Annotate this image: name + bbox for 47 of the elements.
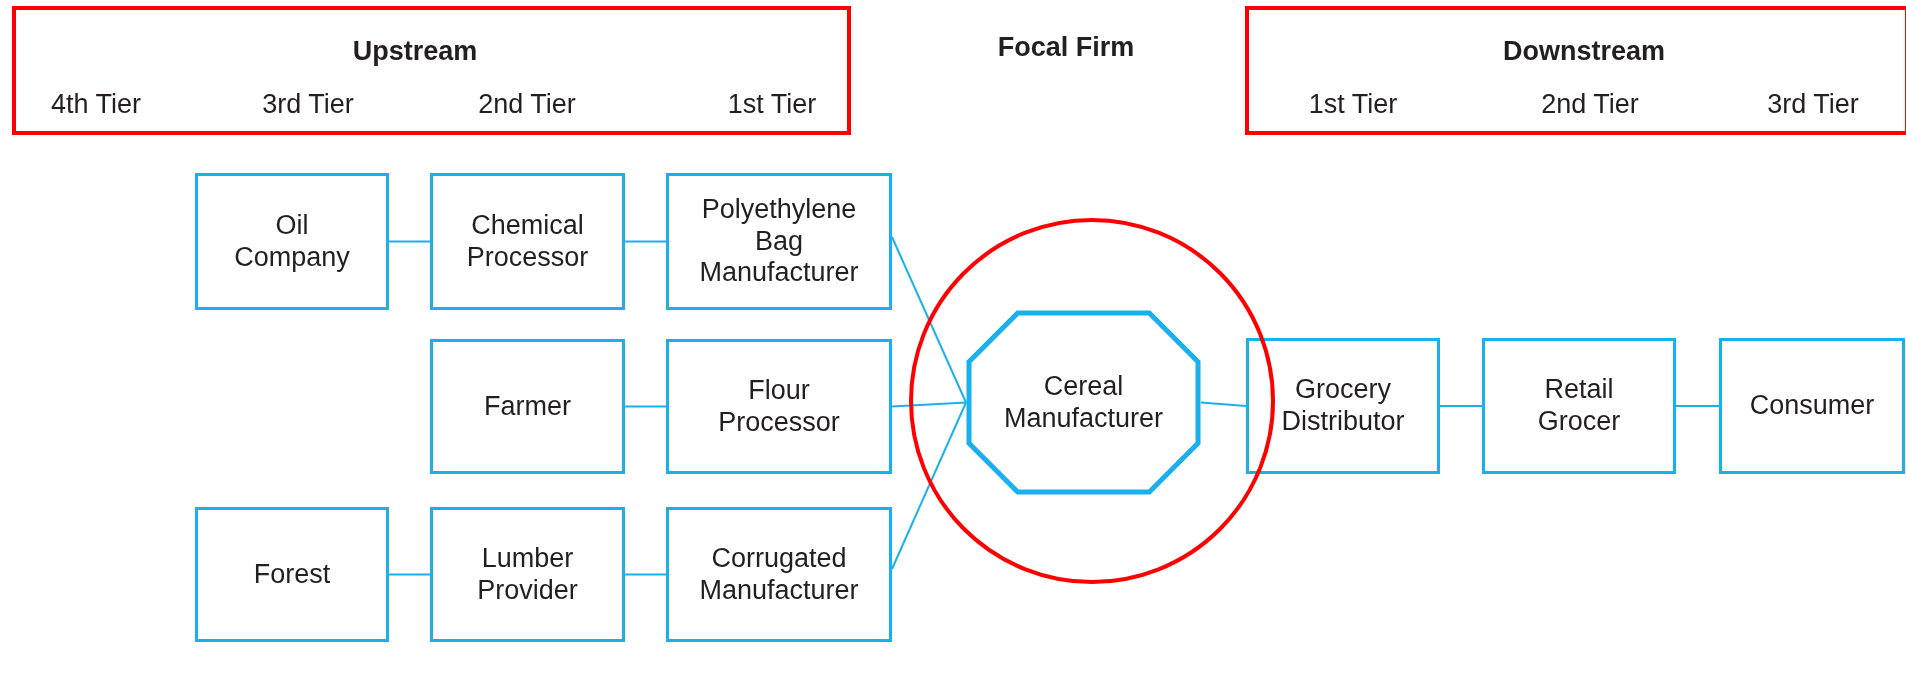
- supply-chain-box: [195, 173, 389, 310]
- node-label: Oil Company: [233, 209, 351, 274]
- header-title: Upstream: [352, 36, 478, 67]
- tier-label: 2nd Tier: [1541, 89, 1639, 120]
- tier-header-box: [12, 6, 851, 135]
- tier-label: 2nd Tier: [478, 89, 576, 120]
- supply-chain-box: [666, 173, 892, 310]
- supply-chain-box: [1719, 338, 1905, 474]
- supply-chain-box: [430, 339, 625, 474]
- node-label: Lumber Provider: [476, 542, 579, 607]
- node-label: Cereal Manufacturer: [1002, 370, 1165, 435]
- supply-chain-box: [195, 507, 389, 642]
- connector-line: [624, 405, 667, 408]
- tier-label: 1st Tier: [1308, 89, 1398, 120]
- connector-line: [891, 401, 967, 408]
- connector-line: [1675, 405, 1720, 407]
- node-label: Farmer: [483, 390, 572, 423]
- node-label: Consumer: [1748, 390, 1876, 422]
- connector-line: [388, 573, 431, 576]
- connector-line: [1439, 405, 1483, 407]
- node-label: Flour Processor: [717, 374, 841, 439]
- node-label: Polyethylene Bag Manufacturer: [698, 194, 860, 289]
- tier-header-box: [1245, 6, 1906, 135]
- connector-line: [1200, 401, 1247, 407]
- node-label: Retail Grocer: [1536, 374, 1622, 438]
- connector-line: [624, 573, 667, 576]
- connector-line: [624, 240, 667, 243]
- supply-chain-box: [666, 339, 892, 474]
- connector-line: [891, 401, 967, 570]
- header-title: Downstream: [1503, 36, 1665, 67]
- supply-chain-box: [430, 507, 625, 642]
- tier-label: 3rd Tier: [262, 89, 354, 120]
- supply-chain-box: [1246, 338, 1440, 474]
- tier-label: 4th Tier: [51, 89, 141, 120]
- connector-line: [388, 240, 431, 243]
- focal-firm-octagon: [966, 310, 1201, 495]
- node-label: Corrugated Manufacturer: [698, 542, 860, 607]
- supply-chain-box: [430, 173, 625, 310]
- connector-line: [891, 236, 967, 404]
- column-heading: Focal Firm: [997, 32, 1135, 63]
- tier-label: 1st Tier: [727, 89, 817, 120]
- supply-chain-box: [1482, 338, 1676, 474]
- node-label: Chemical Processor: [465, 209, 590, 274]
- supply-chain-box: [666, 507, 892, 642]
- node-label: Forest: [252, 558, 332, 591]
- tier-label: 3rd Tier: [1767, 89, 1859, 120]
- node-label: Grocery Distributor: [1280, 374, 1406, 438]
